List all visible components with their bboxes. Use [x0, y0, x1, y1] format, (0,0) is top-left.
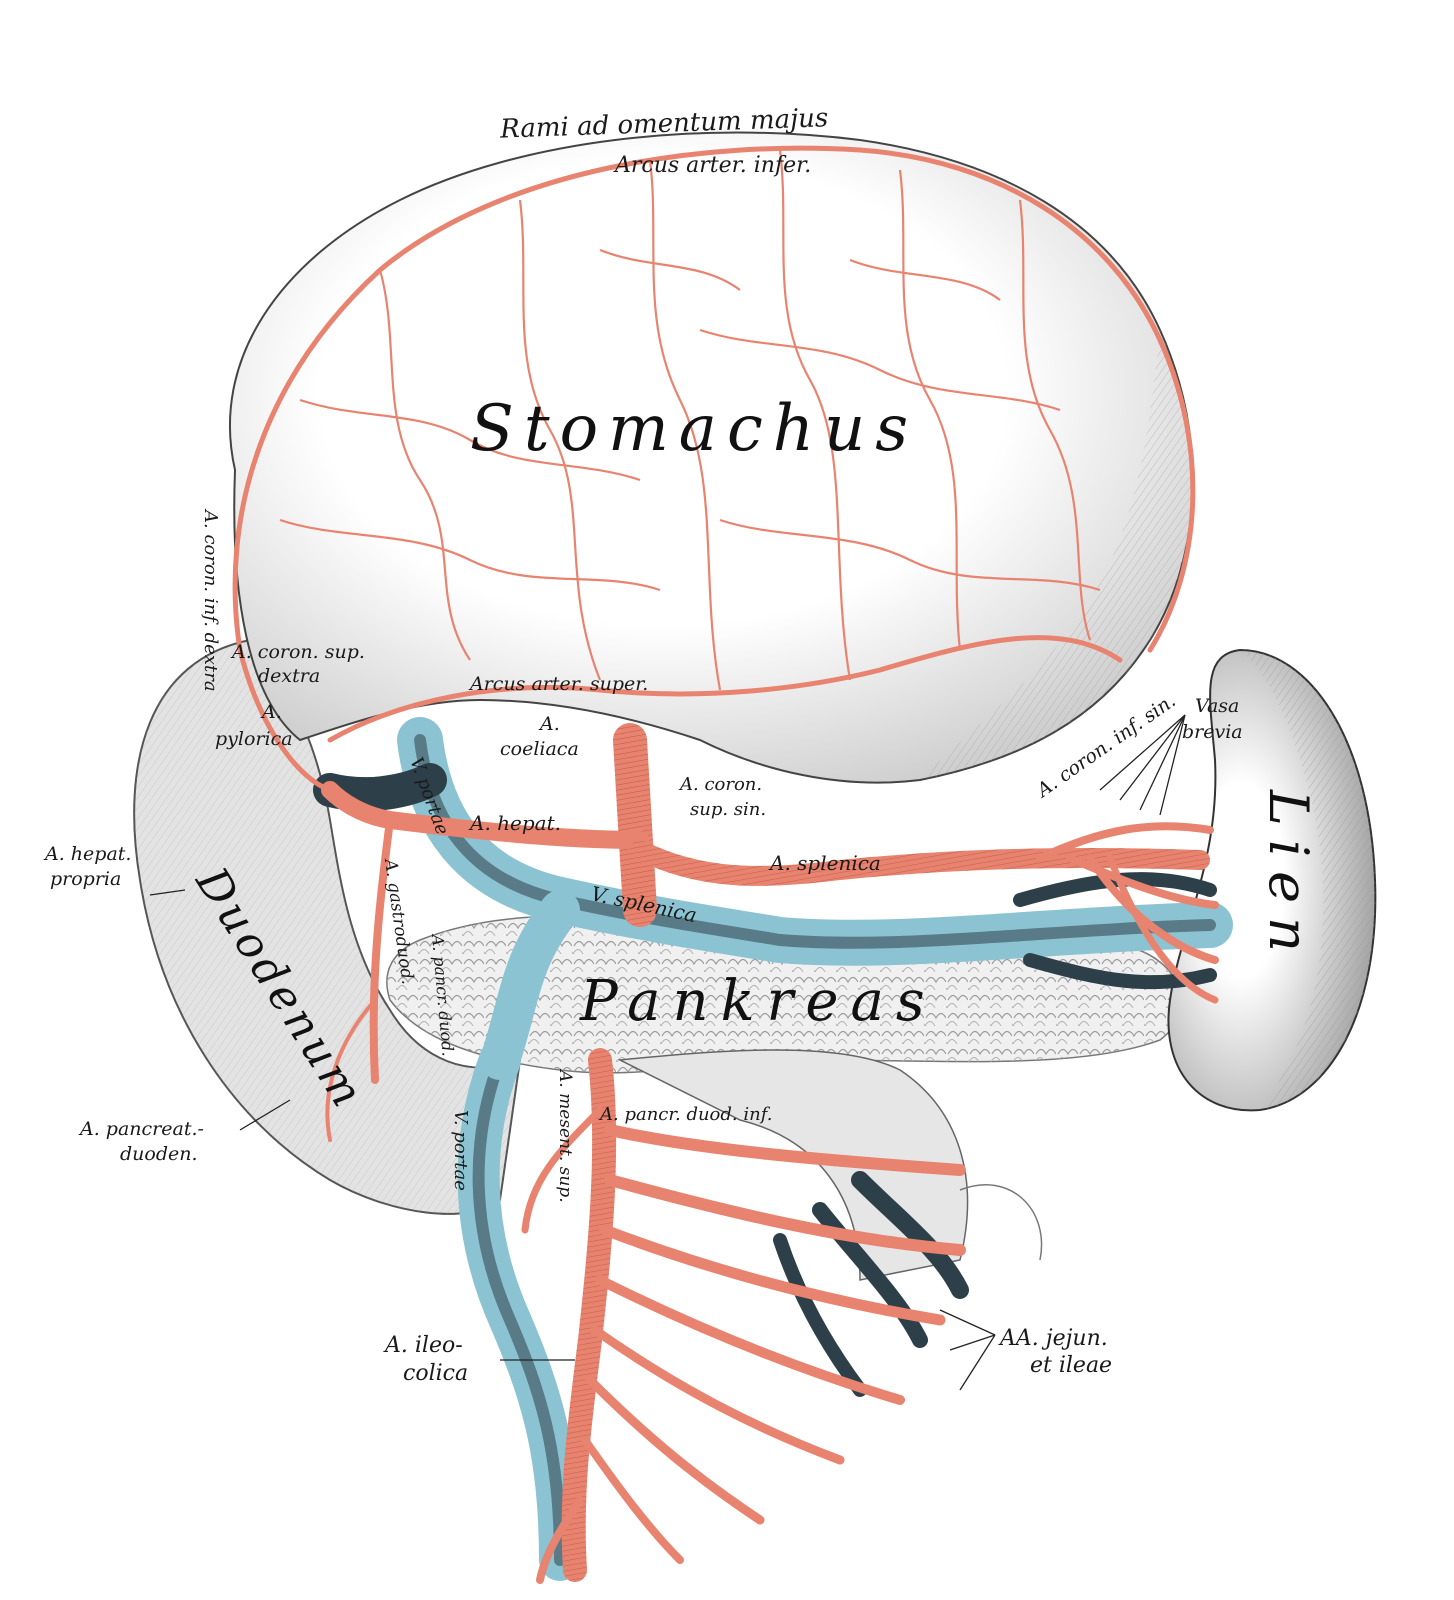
label-coeliaca-2: coeliaca: [500, 738, 579, 760]
label-a-splenica: A. splenica: [768, 851, 881, 875]
label-hepat-propr-1: A. hepat.: [43, 843, 131, 865]
label-pylorica-1: A.: [260, 701, 282, 723]
label-vasa-1: Vasa: [1195, 695, 1239, 717]
label-pancreat-2: duoden.: [120, 1143, 198, 1165]
label-mesent-sup: A. mesent. sup.: [555, 1068, 575, 1203]
label-coeliaca-1: A.: [538, 713, 560, 735]
label-pancreat-1: A. pancreat.-: [78, 1118, 204, 1140]
label-coron-inf-dextra: A. coron. inf. dextra: [200, 508, 221, 692]
jejunum-loop: [617, 1049, 1043, 1281]
label-jejun-2: et ileae: [1030, 1353, 1112, 1378]
label-ileocolica-1: A. ileo-: [383, 1333, 463, 1358]
label-coron-sup-sin-1: A. coron.: [678, 774, 762, 795]
portal-vein-system: [313, 717, 1233, 1581]
label-pylorica-2: pylorica: [215, 728, 293, 750]
label-hepat-propr-2: propria: [50, 868, 121, 890]
label-stomachus: Stomachus: [470, 392, 918, 466]
label-leader-lines: [149, 714, 1186, 1391]
label-duod-inf: A. pancr. duod. inf.: [598, 1104, 772, 1125]
duodenum-organ: [133, 638, 522, 1215]
label-vasa-2: brevia: [1182, 721, 1243, 743]
gastric-vessel-network: [279, 149, 1101, 691]
label-gastroduod: A. gastroduod.: [380, 856, 418, 986]
label-lien: Lien: [1257, 789, 1320, 966]
artery-system: [232, 145, 1219, 1584]
label-v-portae-lower: V. portae: [450, 1110, 471, 1191]
label-jejun-1: AA. jejun.: [998, 1326, 1108, 1351]
label-coron-sup-sin-2: sup. sin.: [690, 799, 766, 820]
label-coron-sup-dextra-2: dextra: [258, 665, 320, 687]
label-hepat: A. hepat.: [468, 811, 561, 835]
label-ileocolica-2: colica: [403, 1361, 468, 1386]
spleen-organ: [1167, 648, 1377, 1112]
label-pankreas: Pankreas: [579, 969, 937, 1034]
label-arcus-super: Arcus arter. super.: [468, 673, 648, 695]
label-coron-sup-dextra-1: A. coron. sup.: [230, 641, 365, 663]
label-arcus-inf: Arcus arter. infer.: [613, 153, 811, 178]
